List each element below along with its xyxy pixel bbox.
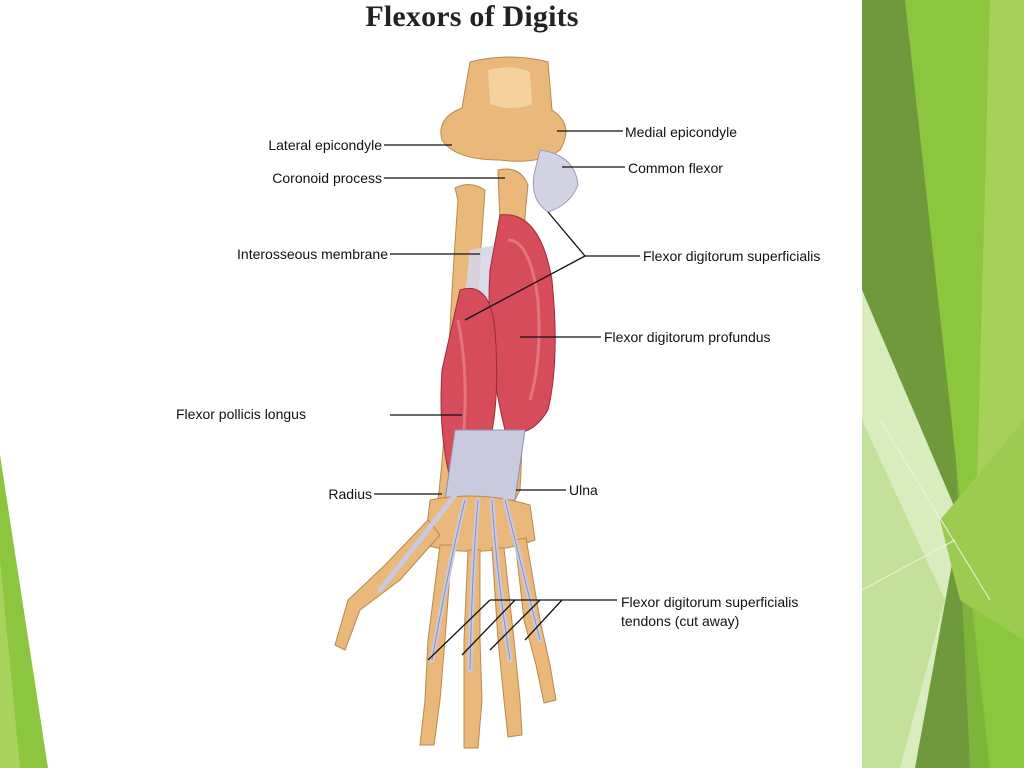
thumb	[334, 519, 441, 651]
right-green-wedge	[940, 420, 1024, 640]
label-flexor-pollicis-longus: Flexor pollicis longus	[176, 406, 306, 422]
finger-bones	[419, 537, 557, 749]
leader-fds-a	[547, 211, 586, 257]
label-flexor-digitorum-superficialis: Flexor digitorum superficialis	[643, 248, 821, 264]
common-flexor-origin	[532, 149, 579, 213]
humerus	[440, 56, 567, 162]
label-fds-tendons-line1: Flexor digitorum superficialis	[621, 594, 799, 610]
label-common-flexor: Common flexor	[628, 160, 723, 176]
label-flexor-digitorum-profundus: Flexor digitorum profundus	[604, 329, 771, 345]
label-fds-tendons-line2: tendons (cut away)	[621, 613, 740, 629]
right-green-thin-line-2	[861, 539, 956, 591]
leader-fds-tendon-3	[489, 599, 541, 651]
label-ulna: Ulna	[569, 482, 598, 498]
label-lateral-epicondyle: Lateral epicondyle	[268, 137, 382, 153]
label-interosseous-membrane: Interosseous membrane	[237, 246, 388, 262]
right-green-pale-shape-2	[862, 420, 945, 768]
slide-title: Flexors of Digits	[365, 0, 579, 33]
leader-fds-b	[464, 255, 586, 321]
label-radius: Radius	[328, 486, 372, 502]
leader-fds-tendon-2	[461, 599, 516, 656]
right-green-thin-line	[879, 419, 991, 601]
tendon-bundle	[444, 429, 526, 501]
right-green-stripe-light	[975, 0, 1024, 560]
label-coronoid-process: Coronoid process	[272, 170, 382, 186]
leader-lines	[374, 130, 640, 661]
leader-fds-tendon-4	[524, 599, 563, 641]
label-medial-epicondyle: Medial epicondyle	[625, 124, 738, 140]
leader-fds-tendon-1	[427, 599, 491, 661]
left-green-triangle-light	[0, 560, 20, 768]
